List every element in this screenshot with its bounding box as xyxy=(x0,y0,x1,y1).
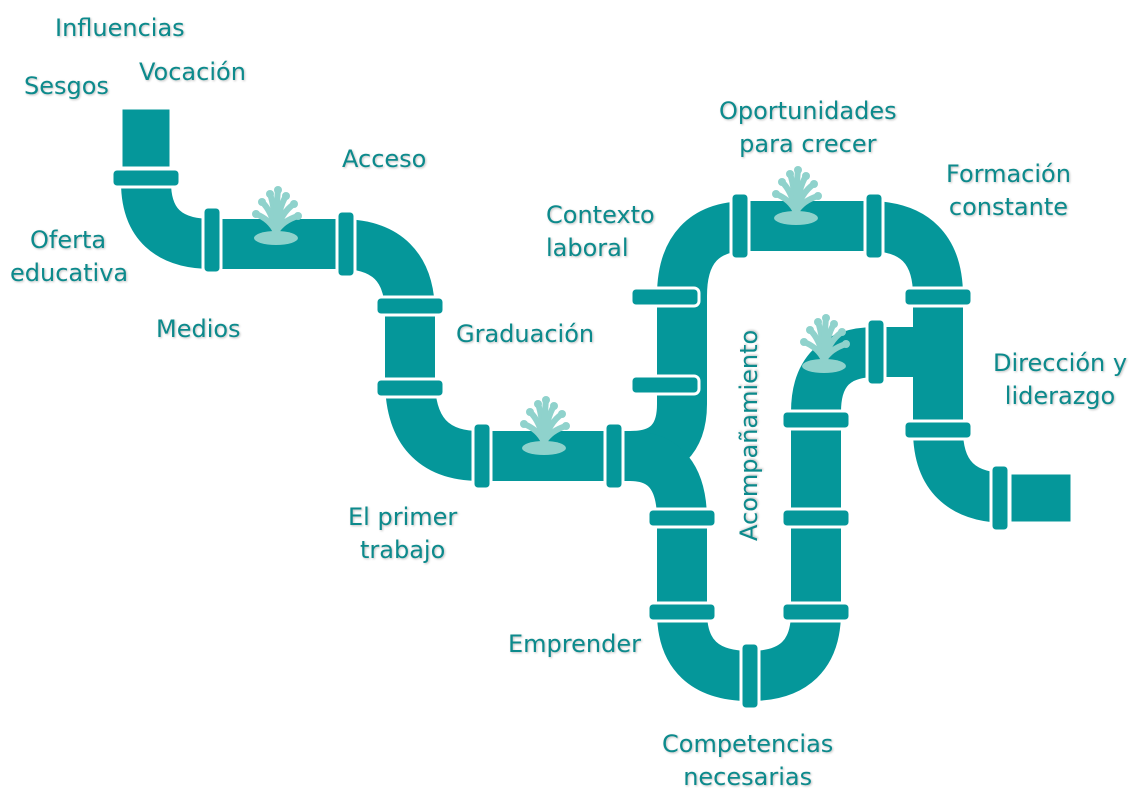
leak-splash-icon xyxy=(800,314,850,373)
pipe-joint xyxy=(629,286,701,308)
label-primer-line2: trabajo xyxy=(359,536,446,564)
pipe-joint xyxy=(780,601,852,623)
leak-splash-icon xyxy=(772,166,822,225)
label-acompanamiento: Acompañamiento xyxy=(735,329,763,541)
leak-splashes xyxy=(252,166,850,455)
label-formacion-constante: Formación constante xyxy=(946,158,1071,224)
pipe-joint xyxy=(729,191,751,261)
pipe-joint xyxy=(739,641,761,711)
label-oferta-line1: Oferta xyxy=(30,226,107,254)
pipe-joint xyxy=(780,507,852,529)
pipe-joint xyxy=(780,409,852,431)
label-contexto-line2: laboral xyxy=(546,234,629,262)
label-direccion-line2: liderazgo xyxy=(1004,382,1116,410)
label-contexto-laboral: Contexto laboral xyxy=(546,199,655,265)
label-contexto-line1: Contexto xyxy=(546,201,655,229)
pipe-joint xyxy=(374,295,446,317)
label-emprender: Emprender xyxy=(508,630,641,658)
pipe-joint xyxy=(865,317,887,387)
label-direccion-line1: Dirección y xyxy=(993,349,1128,377)
pipe-joint xyxy=(471,421,493,491)
pipe-joint xyxy=(335,209,357,279)
pipe-joint xyxy=(110,167,182,189)
label-formacion-line1: Formación xyxy=(946,160,1071,188)
label-sesgos: Sesgos xyxy=(24,72,109,100)
label-competencias-line2: necesarias xyxy=(683,763,813,791)
label-oferta-line2: educativa xyxy=(10,259,129,287)
label-competencias-necesarias: Competencias necesarias xyxy=(662,728,833,794)
leak-splash-icon xyxy=(520,396,570,455)
label-competencias-line1: Competencias xyxy=(662,730,834,758)
label-vocacion: Vocación xyxy=(139,58,246,86)
pipe-joint xyxy=(646,507,718,529)
label-oportunidades-line2: para crecer xyxy=(739,130,877,158)
pipe-joints xyxy=(110,106,1074,711)
label-primer-line1: El primer xyxy=(348,503,458,531)
pipe-joint xyxy=(902,286,974,308)
pipe-joint xyxy=(629,374,701,396)
label-el-primer-trabajo: El primer trabajo xyxy=(348,501,457,567)
pipe-joint xyxy=(374,377,446,399)
pipe-joint xyxy=(646,601,718,623)
pipe-joint xyxy=(863,191,885,261)
label-oferta-educativa: Oferta educativa xyxy=(10,224,128,290)
label-oportunidades-para-crecer: Oportunidades para crecer xyxy=(719,95,897,161)
leak-splash-icon xyxy=(252,186,302,245)
pipe-outlet xyxy=(1008,471,1074,525)
label-influencias: Influencias xyxy=(55,14,185,42)
label-formacion-line2: constante xyxy=(948,193,1069,221)
label-acceso: Acceso xyxy=(342,145,427,173)
pipe-joint xyxy=(902,419,974,441)
pipe-joint xyxy=(989,463,1011,533)
pipe-joint xyxy=(603,421,625,491)
pipe-inlet xyxy=(119,106,173,170)
label-direccion-liderazgo: Dirección y liderazgo xyxy=(993,347,1127,413)
pipe-joint xyxy=(201,205,223,275)
label-oportunidades-line1: Oportunidades xyxy=(719,97,897,125)
label-medios: Medios xyxy=(156,315,241,343)
label-graduacion: Graduación xyxy=(456,320,595,348)
